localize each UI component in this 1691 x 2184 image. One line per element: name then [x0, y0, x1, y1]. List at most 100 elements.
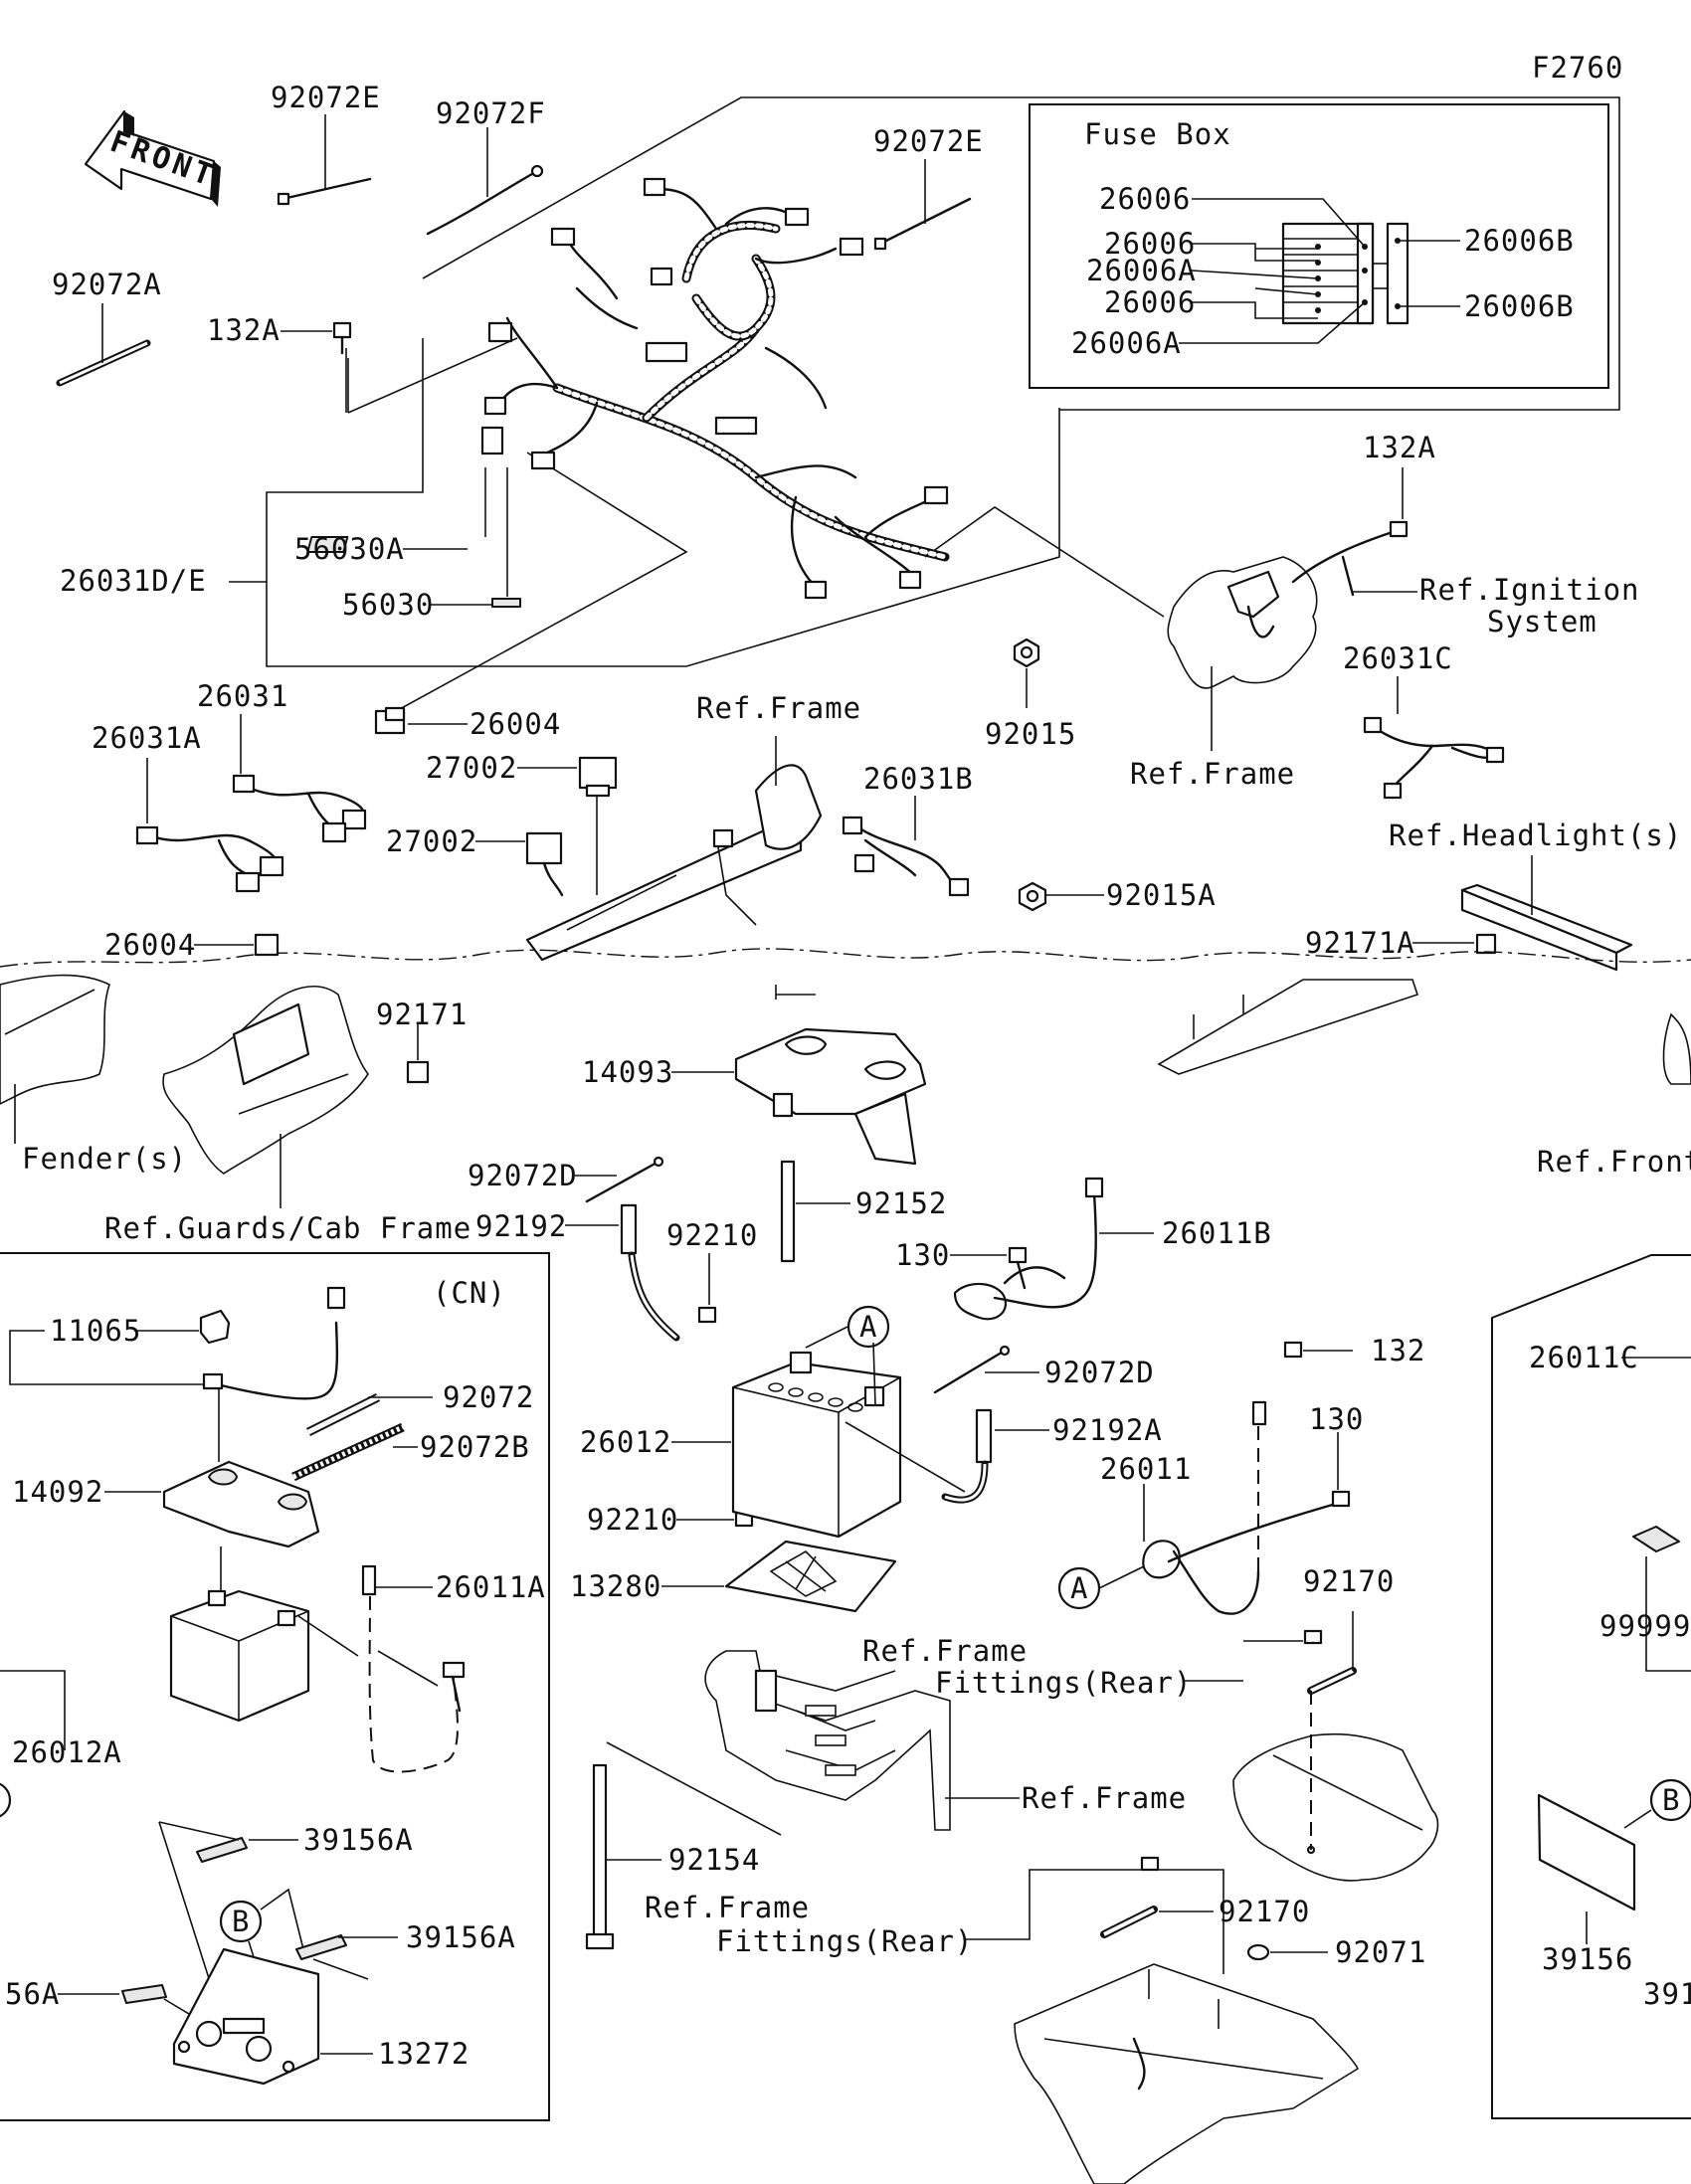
tie-92072d-left	[585, 1156, 664, 1203]
label-92154: 92154	[668, 1843, 760, 1877]
battery-26012	[731, 1342, 966, 1539]
callout-a-top: A	[805, 1305, 890, 1349]
nut-92210-upper	[697, 1306, 717, 1324]
label-26012: 26012	[580, 1425, 671, 1459]
battery-frame-base	[704, 1650, 951, 1831]
ref-frame-lower: Ref.Frame	[1022, 1781, 1187, 1815]
label-92170-lower: 92170	[1219, 1895, 1310, 1928]
label-13280: 13280	[570, 1569, 661, 1603]
ref-fittings2-line2: Fittings(Rear)	[716, 1924, 973, 1958]
connector-26004-upper	[374, 706, 406, 735]
label-92152: 92152	[855, 1186, 947, 1220]
right-box	[1491, 1254, 1691, 2119]
cable-26011	[1142, 1400, 1351, 1615]
tie-wrap-92072e-b	[873, 197, 972, 251]
relay-27002-lower	[525, 831, 564, 897]
label-39156: 39156	[1542, 1942, 1633, 1976]
label-92072: 92072	[443, 1380, 534, 1414]
label-92192a: 92192A	[1052, 1413, 1163, 1447]
bolt-132a-left	[332, 321, 352, 355]
callout-a-lower: A	[1057, 1565, 1145, 1610]
label-391-partial: 391	[1643, 1977, 1691, 2011]
fuse-box-title: Fuse Box	[1084, 117, 1231, 151]
frame-right-piece	[1157, 979, 1691, 1085]
fuse-label-6: 26006B	[1464, 224, 1575, 258]
tube-92192a	[941, 1408, 993, 1504]
cn-cable	[202, 1286, 346, 1400]
label-26031de: 26031D/E	[60, 564, 207, 598]
fuse-box-panel: Fuse Box 26006 26006 26006A 26006 26006A	[1029, 103, 1609, 389]
label-92210-upper: 92210	[666, 1218, 758, 1252]
label-39156a-upper: 39156A	[303, 1823, 414, 1857]
connector-26004-lower	[254, 933, 280, 957]
clip-92171	[406, 1060, 430, 1084]
nut-92015a	[1018, 881, 1047, 912]
nut-92015	[1013, 637, 1040, 668]
pad-56030a	[306, 536, 349, 553]
label-92210-lower: 92210	[587, 1503, 678, 1537]
fuse-label-1: 26006	[1099, 182, 1191, 216]
label-11065: 11065	[50, 1314, 141, 1348]
strip-56030	[491, 598, 521, 608]
plate-13272	[172, 1947, 320, 2086]
strap-92170-upper	[1303, 1629, 1357, 1695]
label-27002-upper: 27002	[426, 751, 517, 785]
ref-fittings1-line2: Fittings(Rear)	[935, 1666, 1192, 1700]
label-26031b: 26031B	[863, 762, 974, 796]
label-14092: 14092	[12, 1475, 103, 1509]
label-26031a: 26031A	[92, 721, 202, 755]
cable-26011b	[953, 1177, 1104, 1321]
callout-partial-left	[0, 1782, 12, 1818]
label-92072e-a: 92072E	[271, 81, 381, 114]
label-26031: 26031	[197, 679, 288, 713]
label-132a-left: 132A	[207, 313, 281, 347]
pad-39156a-lower	[295, 1934, 347, 1960]
label-130-upper: 130	[895, 1238, 950, 1272]
fuse-label-2: 26006	[1104, 227, 1196, 261]
tie-92072d-right	[933, 1345, 1011, 1394]
cap-11065	[199, 1309, 231, 1345]
fuse-label-5: 26006A	[1071, 326, 1182, 360]
tie-92072	[305, 1392, 381, 1437]
label-92072f: 92072F	[436, 96, 546, 130]
fuse-label-3: 26006A	[1086, 254, 1197, 287]
figure-code: F2760	[1532, 51, 1623, 85]
label-sticker-99999	[1632, 1526, 1680, 1552]
ref-ignition-line2: System	[1487, 605, 1597, 638]
clip-92171a	[1475, 933, 1497, 955]
label-56030a: 56030A	[294, 532, 405, 566]
ignition-bracket	[1167, 520, 1409, 689]
ref-guards: Ref.Guards/Cab Frame	[104, 1211, 471, 1245]
callout-b-right: B	[1623, 1778, 1691, 1829]
label-92072d-left: 92072D	[468, 1159, 578, 1192]
label-13272: 13272	[378, 2037, 470, 2071]
fender-left	[0, 974, 110, 1105]
label-92071: 92071	[1335, 1935, 1426, 1969]
ref-ignition-line1: Ref.Ignition	[1419, 573, 1640, 607]
tie-wrap-92072e-a	[277, 177, 372, 206]
cn-box-label: (CN)	[433, 1276, 506, 1310]
label-99999: 99999	[1599, 1609, 1691, 1643]
label-56a: 56A	[5, 1977, 60, 2011]
svg-text:A: A	[1070, 1571, 1088, 1605]
label-130-lower: 130	[1309, 1402, 1364, 1436]
svg-text:A: A	[859, 1310, 877, 1344]
label-26011a: 26011A	[436, 1570, 546, 1604]
label-92170-upper: 92170	[1303, 1564, 1395, 1598]
guards-cab-frame	[162, 986, 369, 1175]
label-26004-lower: 26004	[104, 928, 196, 962]
sub-harness-26031	[232, 774, 367, 843]
battery-holder-14093	[734, 985, 927, 1166]
pad-39156a-upper	[196, 1837, 248, 1863]
label-14093: 14093	[582, 1055, 673, 1089]
svg-text:B: B	[1662, 1783, 1680, 1817]
svg-text:B: B	[232, 1905, 250, 1938]
strap-92170-lower	[1100, 1856, 1160, 1938]
rear-fitting-plate-upper	[1232, 1691, 1439, 1882]
label-92171: 92171	[376, 998, 468, 1031]
tie-92072b	[291, 1422, 405, 1482]
pad-56a	[121, 1984, 167, 2004]
battery-26012a	[169, 1589, 359, 1723]
ref-fittings2-line1: Ref.Frame	[645, 1891, 810, 1924]
